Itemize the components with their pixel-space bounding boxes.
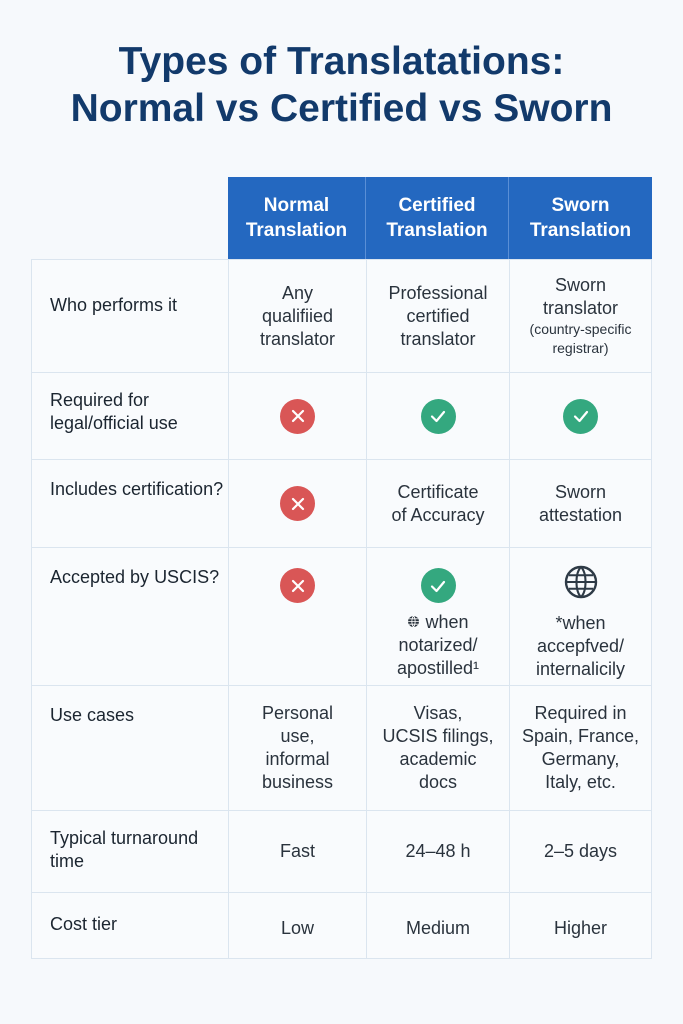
row-label: Cost tier [31, 893, 228, 958]
page-title: Types of Translatations: Normal vs Certi… [0, 38, 683, 132]
row-label: Who performs it [31, 260, 228, 372]
check-circle-icon [420, 398, 456, 434]
cell-normal: Fast [228, 811, 366, 892]
cell-normal [228, 548, 366, 685]
cell-normal: Low [228, 893, 366, 958]
check-circle-icon [563, 398, 598, 434]
cell-certified: Medium [366, 893, 509, 958]
table-row: Required for legal/official use [31, 372, 652, 459]
row-label: Includes certification? [31, 460, 228, 547]
table-row: Cost tier Low Medium Higher [31, 892, 652, 959]
cell-certified: when notarized/apostilled¹ [366, 548, 509, 685]
x-circle-icon [280, 486, 315, 521]
x-circle-icon [280, 568, 315, 603]
x-circle-icon [280, 398, 315, 434]
cell-sworn: 2–5 days [509, 811, 652, 892]
globe-icon [563, 564, 599, 606]
table-row: Accepted by USCIS? when notarized/aposti… [31, 547, 652, 685]
cell-certified [366, 373, 509, 459]
cell-normal [228, 460, 366, 547]
title-line-1: Types of Translatations: [118, 40, 565, 83]
cell-certified: 24–48 h [366, 811, 509, 892]
table-row: Typical turnaround time Fast 24–48 h 2–5… [31, 810, 652, 892]
row-label: Use cases [31, 686, 228, 810]
cell-normal [228, 373, 366, 459]
cell-sworn: Higher [509, 893, 652, 958]
title-line-2: Normal vs Certified vs Sworn [70, 87, 613, 130]
row-label: Accepted by USCIS? [31, 548, 228, 685]
row-label: Required for legal/official use [31, 373, 228, 459]
check-circle-icon [420, 568, 456, 603]
cell-sworn [509, 373, 652, 459]
row-label: Typical turnaround time [31, 811, 228, 892]
globe-icon [407, 612, 420, 632]
